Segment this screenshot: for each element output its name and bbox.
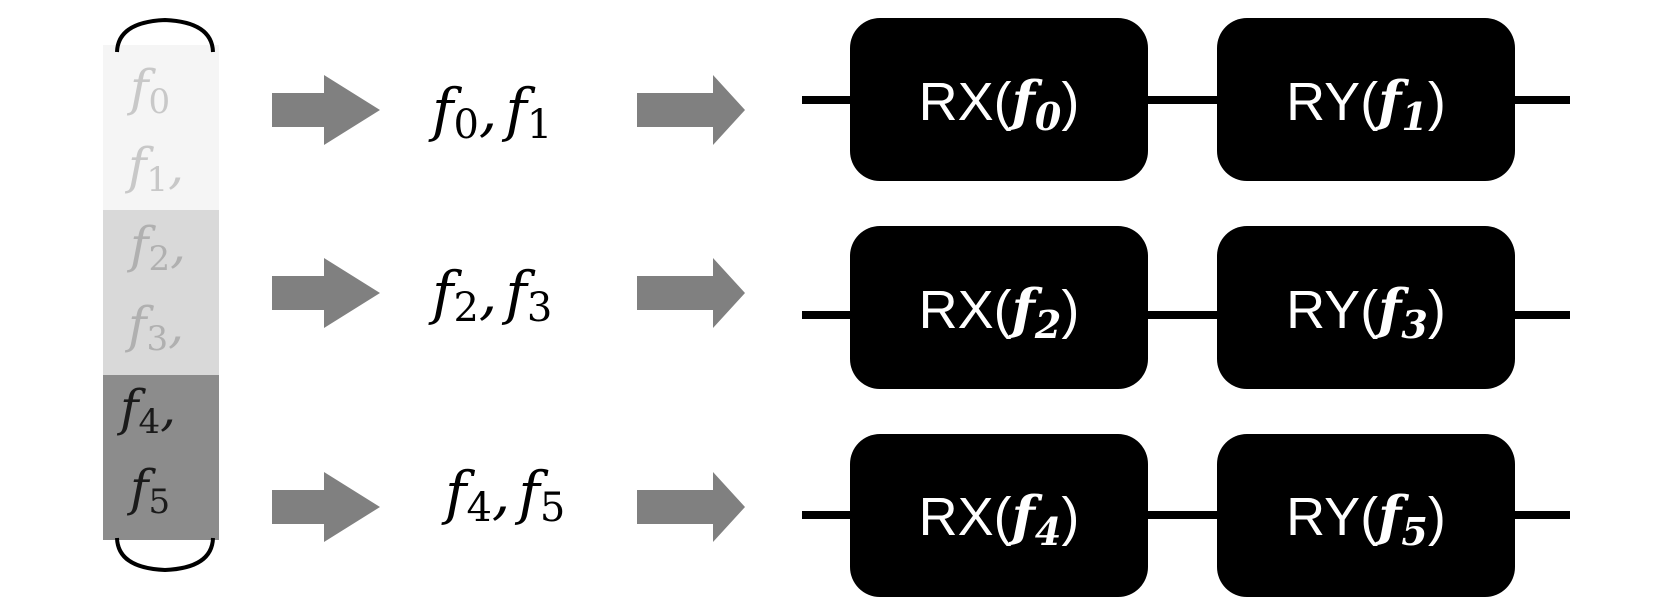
- feature-pair-0: f0,f1: [428, 76, 552, 148]
- encode-arrow-0: [637, 75, 745, 145]
- encode-arrow-2: [637, 472, 745, 542]
- feature-group-1-background: [103, 210, 219, 375]
- rx-gate-2: [850, 434, 1148, 597]
- ry-gate-2-label: RY(f5): [1286, 484, 1446, 554]
- rx-gate-1-label: RX(f2): [919, 277, 1080, 347]
- encoding-row-0: f0,f1 RX(f0) RY(f1): [272, 18, 1570, 181]
- split-arrow-1: [272, 258, 380, 328]
- rx-gate-0-label: RX(f0): [919, 69, 1080, 139]
- split-arrow-2: [272, 472, 380, 542]
- feature-group-2-background: [103, 375, 219, 540]
- ry-gate-0-label: RY(f1): [1286, 69, 1446, 139]
- feature-item-4: f4,: [116, 379, 176, 442]
- rx-gate-1: [850, 226, 1148, 389]
- ry-gate-0: [1217, 18, 1515, 181]
- ry-gate-2: [1217, 434, 1515, 597]
- vector-top-bracket: [115, 17, 215, 53]
- feature-item-1: f1,: [124, 137, 184, 200]
- encoding-row-1: f2,f3 RX(f2) RY(f3): [272, 226, 1570, 389]
- vector-bottom-bracket: [115, 537, 215, 573]
- ry-gate-1-label: RY(f3): [1286, 277, 1446, 347]
- feature-pair-2: f4,f5: [441, 459, 565, 531]
- rx-gate-0: [850, 18, 1148, 181]
- split-arrow-0: [272, 75, 380, 145]
- feature-group-0-background: [103, 45, 219, 210]
- feature-pair-1: f2,f3: [428, 259, 552, 331]
- feature-vector: f0 f1, f2, f3, f4, f5: [103, 17, 219, 573]
- encode-arrow-1: [637, 258, 745, 328]
- encoding-row-2: f4,f5 RX(f4) RY(f5): [272, 434, 1570, 597]
- ry-gate-1: [1217, 226, 1515, 389]
- rx-gate-2-label: RX(f4): [919, 484, 1080, 554]
